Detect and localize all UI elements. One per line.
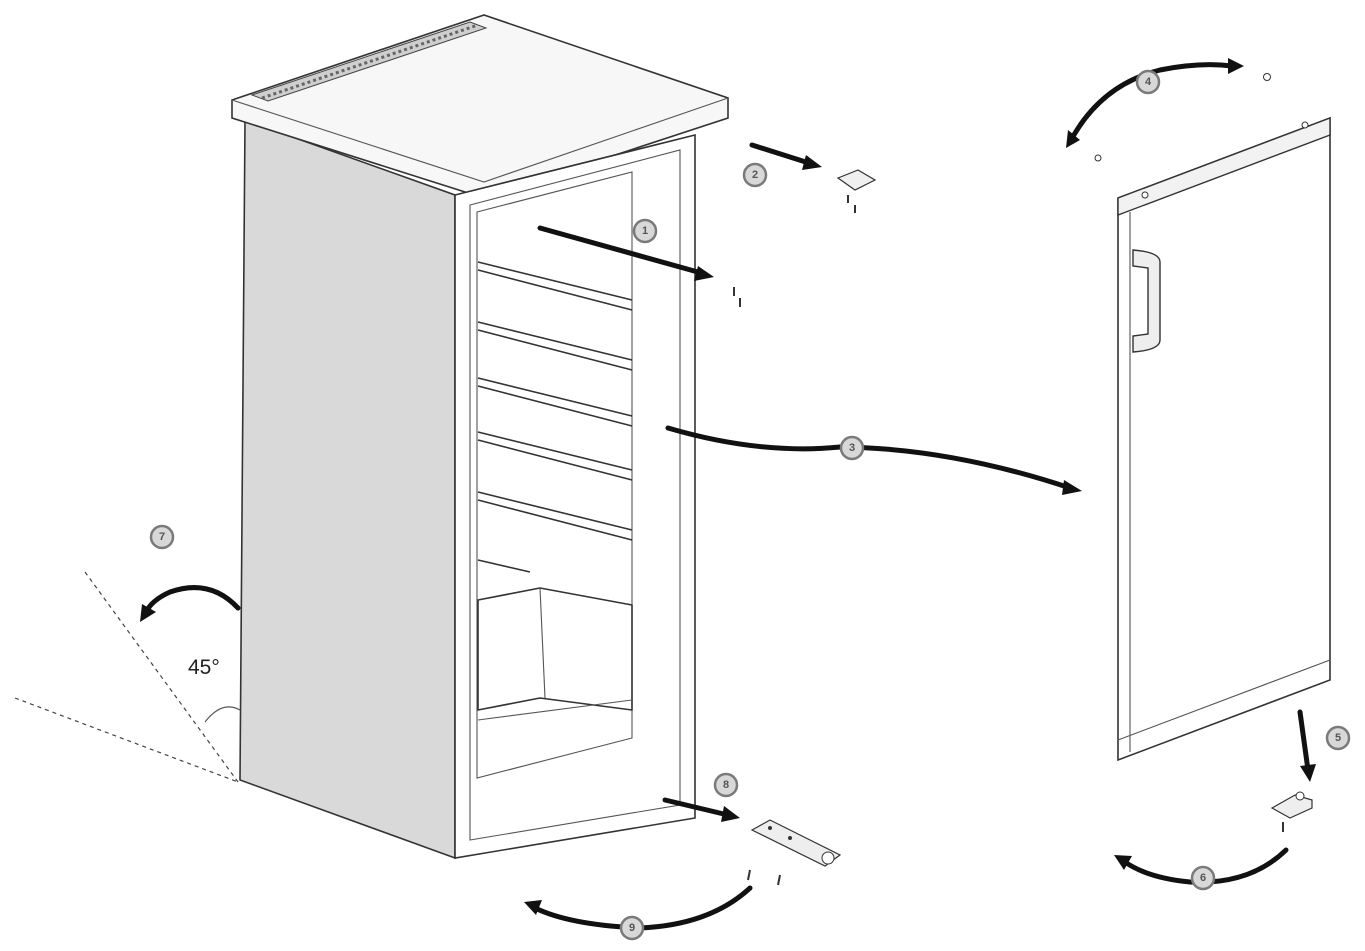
step-number-4: 4 bbox=[1145, 76, 1152, 88]
angle-label: 45° bbox=[188, 656, 220, 679]
step-badge-4: 4 bbox=[1135, 69, 1161, 95]
step-number-1: 1 bbox=[642, 225, 648, 237]
fridge-cabinet bbox=[231, 14, 729, 860]
step-badge-6: 6 bbox=[1190, 865, 1216, 891]
step-number-7: 7 bbox=[159, 531, 165, 543]
tilt-angle-guide: 45° bbox=[14, 571, 241, 783]
cabinet-shelves bbox=[477, 261, 633, 721]
step-badge-9: 9 bbox=[619, 915, 645, 941]
step-badge-3: 3 bbox=[839, 435, 865, 461]
bottom-hinge-part-door bbox=[1270, 791, 1313, 832]
step-badge-2: 2 bbox=[742, 162, 768, 188]
step-number-6: 6 bbox=[1200, 872, 1206, 884]
step-badge-7: 7 bbox=[149, 524, 175, 550]
bottom-hinge-part-cabinet bbox=[747, 819, 842, 886]
step-number-8: 8 bbox=[723, 779, 729, 791]
step-number-9: 9 bbox=[629, 922, 635, 934]
cabinet-front-frame bbox=[454, 133, 696, 859]
fridge-door bbox=[1117, 116, 1331, 762]
step-number-5: 5 bbox=[1335, 732, 1341, 744]
door-top-pins bbox=[1094, 73, 1271, 162]
step-number-2: 2 bbox=[752, 169, 758, 181]
step-badge-5: 5 bbox=[1325, 725, 1351, 751]
top-hinge-part bbox=[836, 169, 877, 213]
screws-1 bbox=[733, 287, 741, 307]
door-handle bbox=[1132, 249, 1161, 353]
step-badge-1: 1 bbox=[632, 218, 658, 244]
arrows bbox=[140, 58, 1316, 931]
step-badge-8: 8 bbox=[713, 772, 739, 798]
cabinet-vent-grille bbox=[250, 21, 488, 102]
cabinet-side-panel bbox=[239, 118, 456, 860]
step-number-3: 3 bbox=[849, 442, 855, 454]
